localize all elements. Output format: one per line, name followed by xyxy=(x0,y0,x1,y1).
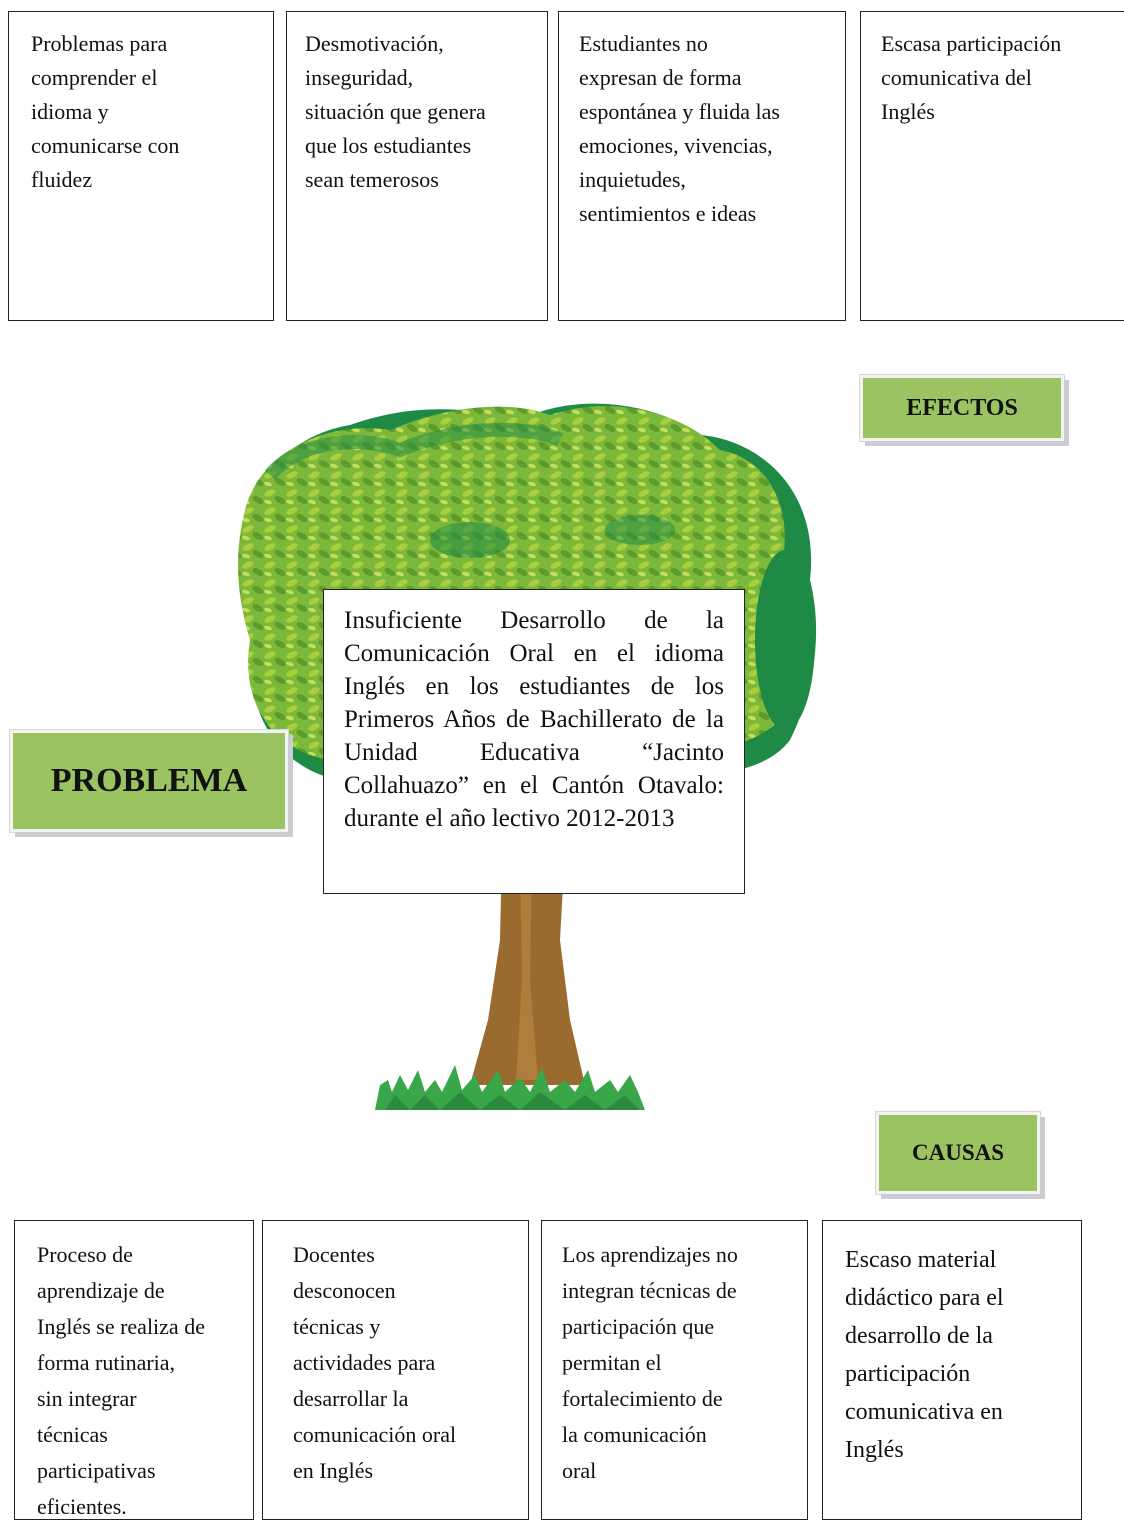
effect-text: Escasa participación comunicativa del In… xyxy=(881,31,1062,124)
cause-text: Los aprendizajes no integran técnicas de… xyxy=(562,1242,738,1483)
effect-box-2: Desmotivación, inseguridad, situación qu… xyxy=(286,11,548,321)
problem-text: Insuficiente Desarrollo de la Comunicaci… xyxy=(344,607,724,832)
problem-label: PROBLEMA xyxy=(10,730,288,832)
cause-text: Escaso material didáctico para el desarr… xyxy=(845,1247,1004,1463)
cause-box-4: Escaso material didáctico para el desarr… xyxy=(822,1220,1082,1520)
cause-box-1: Proceso de aprendizaje de Inglés se real… xyxy=(14,1220,254,1520)
effect-box-1: Problemas para comprender el idioma y co… xyxy=(8,11,274,321)
effect-text: Problemas para comprender el idioma y co… xyxy=(31,31,180,192)
problem-box: Insuficiente Desarrollo de la Comunicaci… xyxy=(323,589,745,894)
effect-text: Desmotivación, inseguridad, situación qu… xyxy=(305,31,486,192)
causes-label: CAUSAS xyxy=(876,1112,1040,1194)
effect-box-3: Estudiantes no expresan de forma espontá… xyxy=(558,11,846,321)
effects-label-text: EFECTOS xyxy=(906,394,1018,421)
causes-label-text: CAUSAS xyxy=(911,1140,1005,1165)
cause-box-3: Los aprendizajes no integran técnicas de… xyxy=(541,1220,808,1520)
effect-text: Estudiantes no expresan de forma espontá… xyxy=(579,31,780,226)
grass xyxy=(375,1065,645,1110)
problem-label-text: PROBLEMA xyxy=(50,762,248,799)
cause-text: Proceso de aprendizaje de Inglés se real… xyxy=(37,1242,205,1519)
effects-label: EFECTOS xyxy=(860,375,1064,441)
cause-text: Docentes desconocen técnicas y actividad… xyxy=(293,1242,457,1483)
effect-box-4: Escasa participación comunicativa del In… xyxy=(860,11,1124,321)
cause-box-2: Docentes desconocen técnicas y actividad… xyxy=(262,1220,529,1520)
